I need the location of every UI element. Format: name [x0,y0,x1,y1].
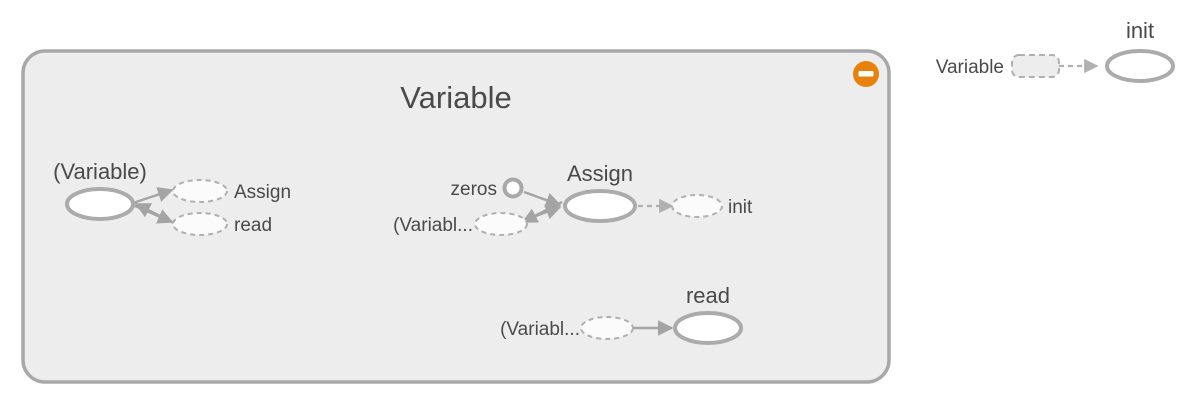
node-variable-ref-bottom[interactable] [580,316,634,340]
node-assign-op[interactable] [563,189,637,223]
node-label-variable-ref-bottom: (Variabl... [500,319,580,340]
node-zeros[interactable] [502,177,524,199]
node-variable-input[interactable] [65,187,135,221]
node-label-assign-ref: Assign [234,182,291,203]
edge-var-to-assign [132,187,174,205]
node-label-variable-stack: Variable [936,57,1004,78]
node-init-ref[interactable] [671,194,723,218]
node-assign-ref[interactable] [172,179,228,203]
node-label-init: init [1126,18,1154,43]
edge-zeros-to-assign [523,190,562,208]
node-label-assign-op: Assign [567,161,633,186]
node-variable-stack[interactable] [1011,54,1060,78]
minus-circle-icon[interactable] [853,61,879,87]
cluster-read: (Variabl... read [500,283,743,345]
cluster-variable-input: (Variable) Assign read [53,159,291,236]
side-graph-variable-init: Variable init [936,18,1175,83]
group-container-box[interactable] [21,49,891,384]
expanded-group-variable[interactable]: Variable (Variable) Assign [21,49,891,384]
edge-assign-to-varref [521,200,563,224]
node-label-init-ref: init [728,197,753,218]
node-label-variable-input: (Variable) [53,159,147,184]
node-init[interactable] [1105,49,1175,83]
node-read-ref[interactable] [172,212,228,236]
group-title: Variable [400,80,511,115]
node-label-read-op: read [686,283,730,308]
node-read-op[interactable] [673,311,743,345]
node-variable-ref-middle[interactable] [474,212,528,236]
cluster-assign: zeros (Variabl... Assign init [393,161,753,236]
node-label-variable-ref-middle: (Variabl... [393,215,473,236]
node-label-zeros: zeros [451,179,497,200]
node-label-read-ref: read [234,215,272,236]
